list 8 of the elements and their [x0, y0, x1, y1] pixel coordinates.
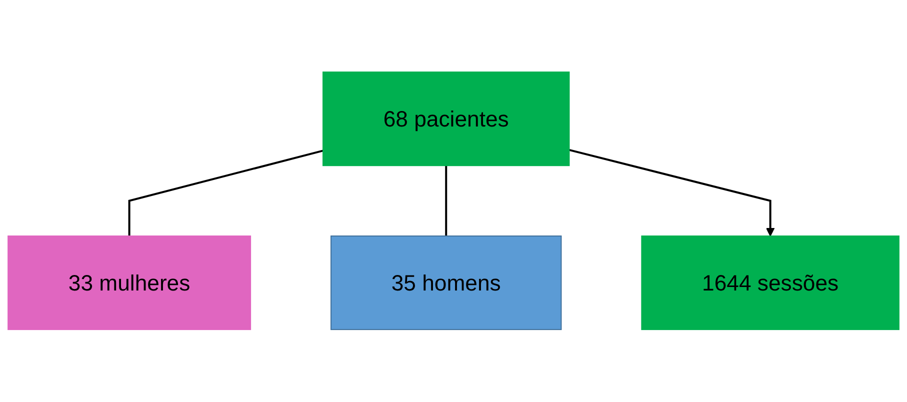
- node-box: [322, 72, 570, 166]
- node-box: [641, 236, 900, 330]
- node-box: [330, 236, 562, 330]
- flowchart-drawing: 68 pacientes 33 mulheres 35 homens 1644 sessões: [0, 64, 907, 338]
- connector: [128, 150, 324, 236]
- arrow: [568, 149, 775, 237]
- connector: [445, 166, 448, 236]
- node-box: [8, 236, 252, 330]
